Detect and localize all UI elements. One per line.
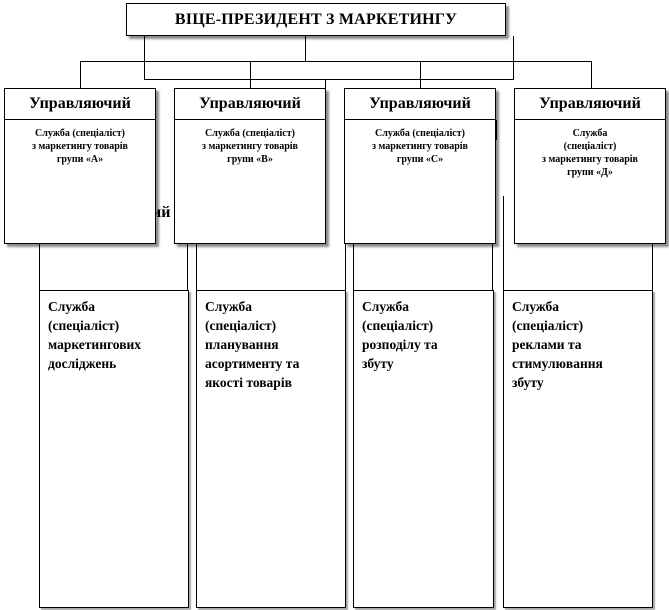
manager-title: Управляючий — [5, 89, 155, 120]
manager-description: Служба (спеціаліст) з маркетингу товарів… — [372, 128, 468, 165]
manager-title: Управляючий — [515, 89, 665, 120]
background-vertical-2 — [496, 120, 497, 140]
manager-description: Служба (спеціаліст) з маркетингу товарів… — [32, 128, 128, 165]
manager-box-b: Управляючий Служба (спеціаліст) з маркет… — [174, 88, 326, 244]
service-box-research: Служба (спеціаліст) маркетингових дослід… — [39, 290, 189, 608]
service-box-distribution: Служба (спеціаліст) розподілу та збуту — [353, 290, 494, 608]
ghost-text: ий — [152, 204, 171, 221]
connector-horizontal-bus — [80, 61, 592, 62]
manager-box-c: Управляючий Служба (спеціаліст) з маркет… — [344, 88, 496, 244]
service-text: Служба (спеціаліст) реклами та стимулюва… — [512, 299, 603, 390]
connector-drop-c — [420, 61, 421, 88]
connector-drop-b — [250, 61, 251, 88]
background-frame-bottom — [144, 79, 514, 80]
background-frame-left — [144, 36, 145, 80]
manager-title: Управляючий — [175, 89, 325, 120]
service-text: Служба (спеціаліст) планування асортимен… — [205, 299, 300, 390]
manager-box-d: Управляючий Служба (спеціаліст) з маркет… — [514, 88, 666, 244]
manager-box-a: Управляючий Служба (спеціаліст) з маркет… — [4, 88, 156, 244]
manager-title: Управляючий — [345, 89, 495, 120]
service-text: Служба (спеціаліст) маркетингових дослід… — [48, 299, 142, 371]
service-text: Служба (спеціаліст) розподілу та збуту — [362, 299, 438, 371]
background-frame-right — [513, 36, 514, 80]
service-box-advertising: Служба (спеціаліст) реклами та стимулюва… — [503, 290, 653, 608]
manager-description: Служба (спеціаліст) з маркетингу товарів… — [542, 128, 638, 178]
vice-president-title: ВІЦЕ-ПРЕЗИДЕНТ З МАРКЕТИНГУ — [174, 10, 458, 28]
vice-president-box: ВІЦЕ-ПРЕЗИДЕНТ З МАРКЕТИНГУ — [126, 3, 506, 36]
service-box-assortment: Служба (спеціаліст) планування асортимен… — [196, 290, 346, 608]
manager-description: Служба (спеціаліст) з маркетингу товарів… — [202, 128, 298, 165]
connector-top-vertical — [305, 36, 306, 62]
connector-drop-a — [80, 61, 81, 88]
connector-drop-d — [591, 61, 592, 88]
